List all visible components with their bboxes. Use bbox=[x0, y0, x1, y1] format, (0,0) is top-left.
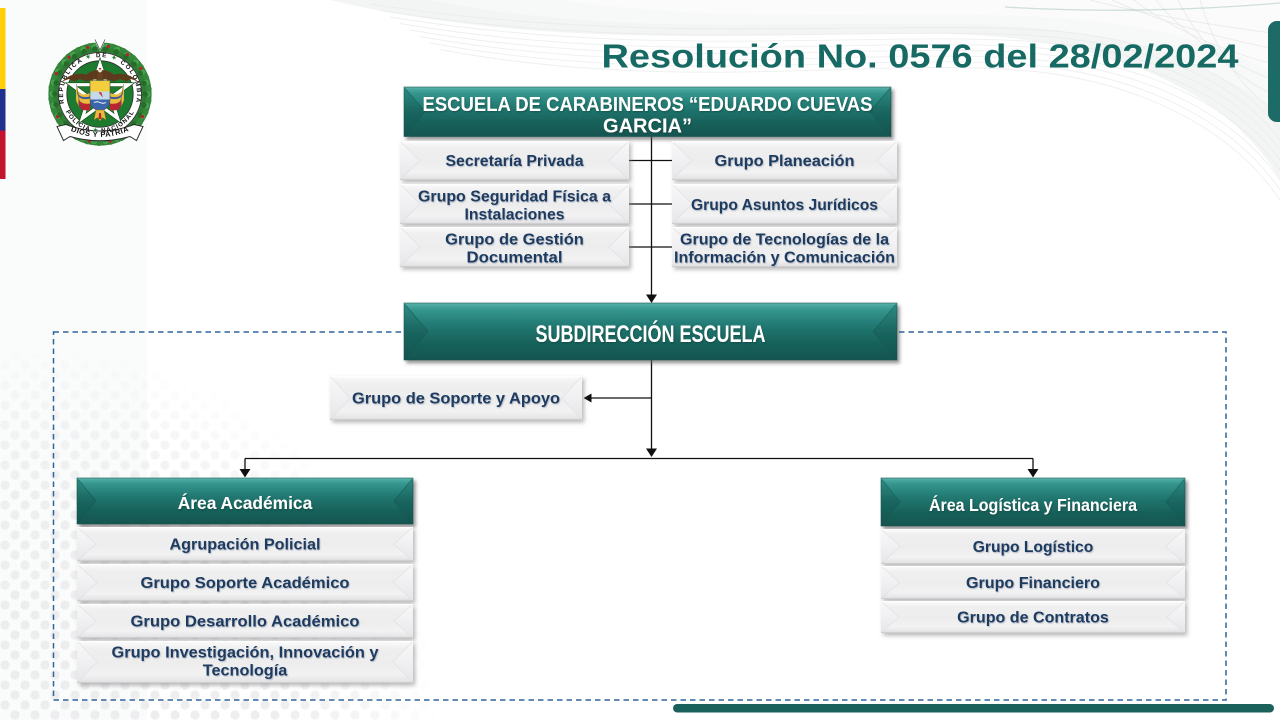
svg-text:Agrupación Policial: Agrupación Policial bbox=[170, 537, 321, 554]
svg-text:Grupo Soporte Académico: Grupo Soporte Académico bbox=[141, 575, 350, 592]
svg-text:Grupo de Tecnologías de la: Grupo de Tecnologías de la bbox=[680, 232, 889, 249]
svg-text:Grupo de Contratos: Grupo de Contratos bbox=[957, 610, 1109, 627]
svg-text:Tecnología: Tecnología bbox=[203, 663, 288, 680]
svg-text:Secretaría Privada: Secretaría Privada bbox=[446, 153, 584, 170]
svg-text:Grupo de Soporte y Apoyo: Grupo de Soporte y Apoyo bbox=[352, 391, 560, 408]
svg-text:Área Académica: Área Académica bbox=[178, 493, 313, 513]
svg-text:Área Logística y Financiera: Área Logística y Financiera bbox=[929, 495, 1137, 515]
svg-text:Instalaciones: Instalaciones bbox=[465, 207, 565, 224]
svg-text:Documental: Documental bbox=[467, 250, 563, 267]
svg-text:Resolución No. 0576 del 28/02/: Resolución No. 0576 del 28/02/2024 bbox=[602, 38, 1240, 75]
svg-text:Grupo Investigación, Innovació: Grupo Investigación, Innovación y bbox=[112, 645, 379, 662]
svg-text:GARCIA”: GARCIA” bbox=[603, 116, 692, 138]
svg-text:Grupo Logístico: Grupo Logístico bbox=[973, 539, 1094, 556]
svg-text:Grupo de Gestión: Grupo de Gestión bbox=[445, 232, 584, 249]
svg-text:Información y Comunicación: Información y Comunicación bbox=[674, 250, 895, 267]
svg-text:Grupo Desarrollo Académico: Grupo Desarrollo Académico bbox=[131, 614, 360, 631]
svg-text:ESCUELA DE CARABINEROS “EDUARD: ESCUELA DE CARABINEROS “EDUARDO CUEVAS bbox=[423, 94, 873, 116]
svg-text:Grupo Financiero: Grupo Financiero bbox=[966, 575, 1100, 592]
svg-text:Grupo Planeación: Grupo Planeación bbox=[715, 153, 855, 170]
svg-text:SUBDIRECCIÓN ESCUELA: SUBDIRECCIÓN ESCUELA bbox=[536, 320, 766, 348]
svg-text:Grupo Seguridad Física a: Grupo Seguridad Física a bbox=[418, 189, 611, 206]
svg-text:Grupo Asuntos Jurídicos: Grupo Asuntos Jurídicos bbox=[691, 197, 878, 214]
